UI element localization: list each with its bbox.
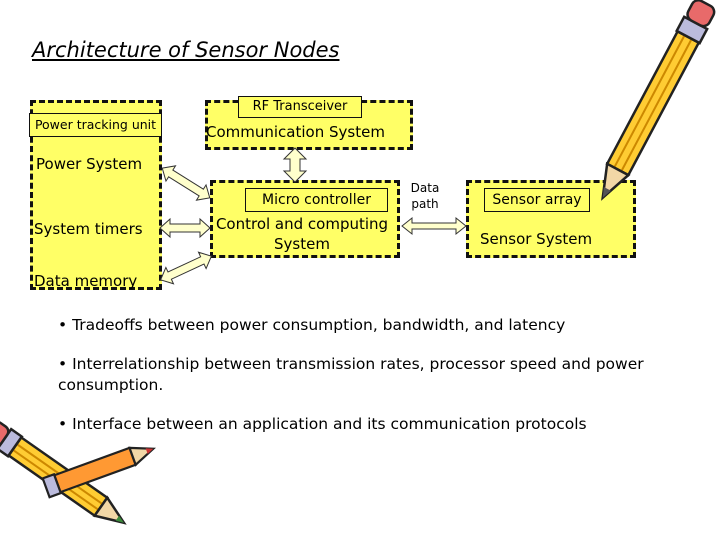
page-title: Architecture of Sensor Nodes: [32, 38, 340, 62]
micro-controller-box: Micro controller: [245, 188, 388, 212]
control-label-line2: System: [274, 235, 330, 253]
rf-transceiver-box: RF Transceiver: [238, 96, 362, 118]
timers-control-arrow: [159, 217, 211, 239]
sensor-array-label: Sensor array: [492, 192, 582, 208]
control-label-line1: Control and computing: [215, 215, 389, 233]
power-tracking-unit-label: Power tracking unit: [34, 117, 157, 132]
memory-control-arrow: [159, 251, 213, 285]
system-timers-label: System timers: [34, 220, 143, 238]
data-path-arrow: [401, 216, 467, 236]
data-memory-label: Data memory: [34, 272, 138, 290]
comm-control-arrow: [282, 147, 308, 183]
bullet-item: • Interrelationship between transmission…: [58, 355, 644, 394]
bullet-list: • Tradeoffs between power consumption, b…: [58, 315, 658, 453]
sensor-system-label: Sensor System: [480, 230, 593, 248]
data-path-label: Data path: [410, 181, 440, 211]
power-system-label: Power System: [36, 155, 143, 173]
control-system-label: Control and computing System: [204, 214, 400, 254]
pencil-bottom-second-icon: [41, 446, 156, 499]
communication-system-label: Communication System: [206, 123, 385, 141]
bullet-item: • Interface between an application and i…: [58, 415, 587, 433]
sensor-array-box: Sensor array: [484, 188, 590, 212]
micro-controller-label: Micro controller: [262, 192, 371, 208]
rf-transceiver-label: RF Transceiver: [252, 99, 348, 114]
pencil-icon: [601, 0, 716, 201]
power-control-arrow-upper: [161, 165, 211, 201]
bullet-item: • Tradeoffs between power consumption, b…: [58, 316, 566, 334]
power-tracking-unit-box: Power tracking unit: [29, 113, 162, 137]
